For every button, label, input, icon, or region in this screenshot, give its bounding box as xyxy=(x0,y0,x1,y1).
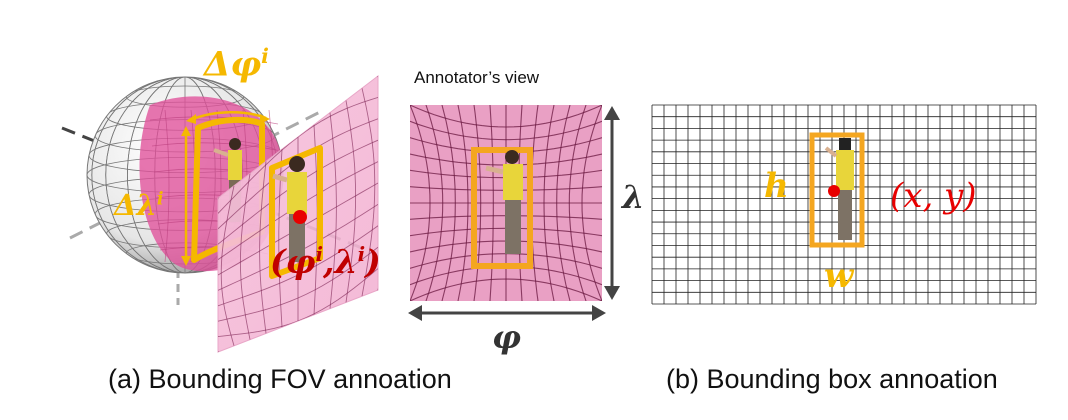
plane-grid-col xyxy=(345,100,357,303)
panel-b-caption: (b) Bounding box annoation xyxy=(666,364,998,394)
fov-center-point xyxy=(293,210,307,224)
lambda-label: λ xyxy=(622,178,645,216)
equirect-person-thumbnail xyxy=(824,138,854,240)
tangent-fov-box xyxy=(269,145,323,279)
panel-a-caption: (a) Bounding FOV annoation xyxy=(108,364,452,394)
bounding-box xyxy=(809,132,865,248)
phi-label: φ xyxy=(492,318,521,356)
annotator-person-thumbnail xyxy=(485,150,523,254)
tangent-person-thumbnail xyxy=(272,156,307,262)
fov-center-label: (φi,λi) xyxy=(270,242,381,281)
w-label: w xyxy=(824,256,854,296)
equirect-panel xyxy=(651,104,1037,305)
view-grid-col xyxy=(441,105,456,301)
plane-grid-col xyxy=(361,88,376,297)
plane-grid-col xyxy=(329,112,337,309)
view-grid-col xyxy=(410,105,431,301)
annotator-view-box xyxy=(471,147,533,269)
annotator-view xyxy=(408,105,620,321)
box-center-point xyxy=(828,185,840,197)
h-label: h xyxy=(764,166,789,206)
delta-lambda-label: Δλi xyxy=(114,188,164,222)
delta-phi-label: Δφi xyxy=(204,44,269,85)
annotator-view-title: Annotator’s view xyxy=(414,68,540,87)
view-grid-col xyxy=(568,105,587,301)
view-grid-col xyxy=(425,105,444,301)
tangent-plane xyxy=(217,74,379,353)
view-grid-col xyxy=(581,105,602,301)
xy-label: (x, y) xyxy=(890,176,977,216)
patch-grid-line xyxy=(164,109,170,263)
plane-grid-col xyxy=(220,185,235,346)
plane-grid-col xyxy=(239,173,251,340)
plane-grid-col xyxy=(259,161,267,334)
view-grid-col xyxy=(457,105,469,301)
view-grid-col xyxy=(556,105,571,301)
delta-phi-arrow xyxy=(189,110,267,122)
view-grid-col xyxy=(543,105,555,301)
